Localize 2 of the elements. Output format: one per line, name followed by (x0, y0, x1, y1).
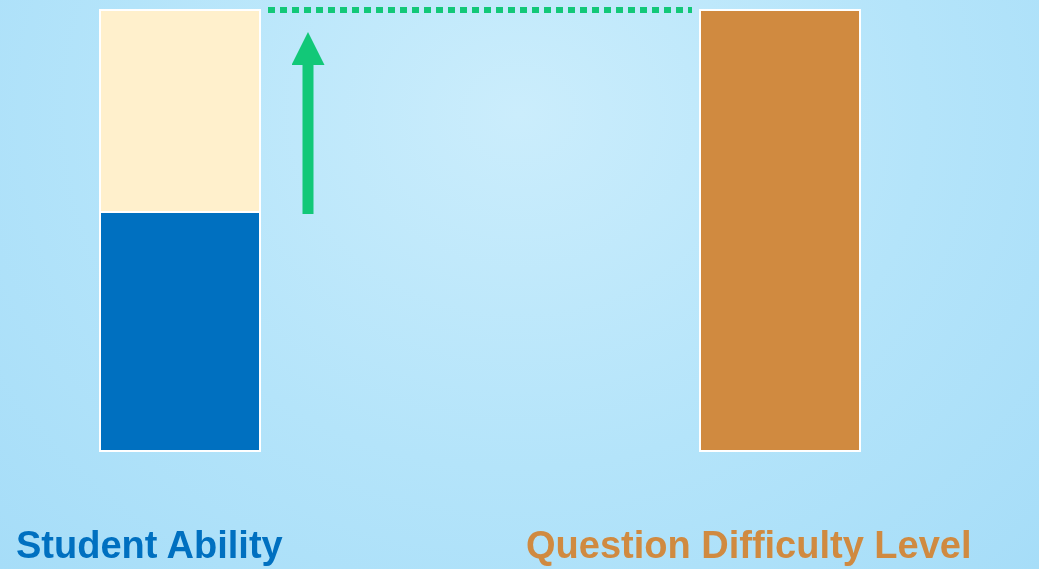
axis-label: Question Difficulty Level (526, 523, 972, 568)
axis-label: Student Ability (16, 523, 283, 568)
